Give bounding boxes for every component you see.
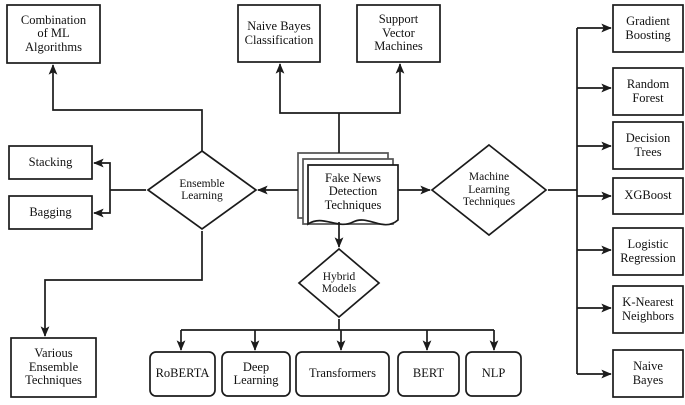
node-ensemble-learning[interactable] xyxy=(146,149,258,231)
node-support-vector-machines[interactable] xyxy=(356,4,441,63)
node-machine-learning[interactable] xyxy=(430,143,548,237)
node-naive-bayes-classification[interactable] xyxy=(237,4,321,63)
node-xgboost[interactable] xyxy=(612,177,684,215)
edge-top-stem-to-svm xyxy=(339,63,405,114)
edge-ensemble-to-various-ensemble xyxy=(40,231,203,337)
node-stacking[interactable] xyxy=(8,145,93,180)
edge-ensemble-to-combination-ml xyxy=(48,64,203,151)
node-nlp[interactable] xyxy=(465,351,522,397)
node-various-ensemble[interactable] xyxy=(10,337,97,398)
node-combination-ml[interactable] xyxy=(6,4,101,64)
node-hybrid-models[interactable] xyxy=(297,247,381,319)
node-deep-learning[interactable] xyxy=(221,351,291,397)
node-naive-bayes[interactable] xyxy=(612,349,684,398)
node-decision-trees[interactable] xyxy=(612,121,684,170)
edge-ensemble-to-stacking xyxy=(93,158,111,190)
edge-ensemble-to-bagging xyxy=(93,190,111,218)
node-logistic-regression[interactable] xyxy=(612,227,684,276)
node-gradient-boosting[interactable] xyxy=(612,4,684,53)
node-bert[interactable] xyxy=(397,351,460,397)
node-random-forest[interactable] xyxy=(612,67,684,116)
node-transformers[interactable] xyxy=(295,351,390,397)
edge-top-stem-to-naive-bayes-classification xyxy=(275,63,339,114)
node-fake-news-detection[interactable] xyxy=(297,152,399,226)
node-knn[interactable] xyxy=(612,285,684,334)
node-bagging[interactable] xyxy=(8,195,93,230)
node-roberta[interactable] xyxy=(149,351,216,397)
